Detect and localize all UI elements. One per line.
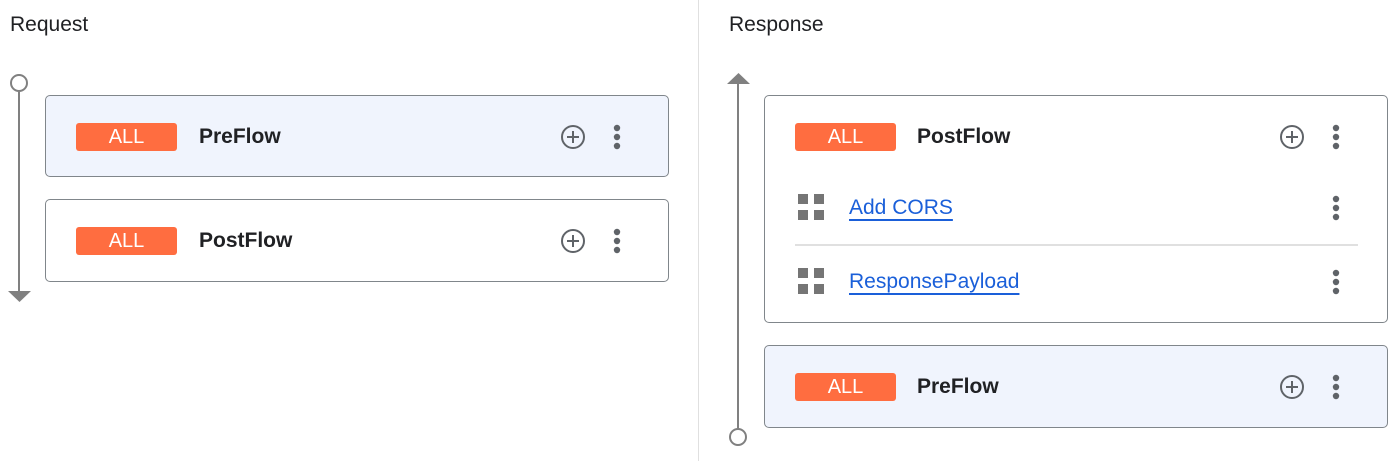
add-step-icon[interactable] xyxy=(560,124,586,150)
step-more-options-icon[interactable] xyxy=(1332,195,1340,221)
method-badge: ALL xyxy=(795,123,896,151)
response-flow-preflow[interactable]: ALL PreFlow xyxy=(764,345,1388,428)
policy-grid-icon[interactable] xyxy=(798,268,824,294)
flow-name: PreFlow xyxy=(917,375,999,398)
step-link-add-cors[interactable]: Add CORS xyxy=(849,196,953,219)
more-options-icon[interactable] xyxy=(613,124,621,150)
more-options-icon[interactable] xyxy=(613,228,621,254)
response-title: Response xyxy=(729,13,824,36)
flow-name: PostFlow xyxy=(199,229,293,252)
arrow-down-icon xyxy=(8,291,31,302)
request-flow-preflow[interactable]: ALL PreFlow xyxy=(45,95,669,177)
timeline-end-circle xyxy=(729,428,747,446)
timeline-start-circle xyxy=(10,74,28,92)
add-step-icon[interactable] xyxy=(1279,374,1305,400)
request-title: Request xyxy=(10,13,89,36)
more-options-icon[interactable] xyxy=(1332,124,1340,150)
response-timeline xyxy=(737,82,739,430)
step-more-options-icon[interactable] xyxy=(1332,269,1340,295)
arrow-up-icon xyxy=(727,73,750,84)
method-badge: ALL xyxy=(76,227,177,255)
request-flow-postflow[interactable]: ALL PostFlow xyxy=(45,199,669,282)
policy-grid-icon[interactable] xyxy=(798,194,824,220)
response-flow-postflow[interactable]: ALL PostFlow Add CORS ResponsePayload xyxy=(764,95,1388,323)
request-timeline xyxy=(18,92,20,294)
flow-name: PostFlow xyxy=(917,125,1011,148)
step-divider xyxy=(795,244,1358,246)
panel-divider xyxy=(698,0,699,461)
step-link-response-payload[interactable]: ResponsePayload xyxy=(849,270,1020,293)
add-step-icon[interactable] xyxy=(1279,124,1305,150)
add-step-icon[interactable] xyxy=(560,228,586,254)
method-badge: ALL xyxy=(795,373,896,401)
more-options-icon[interactable] xyxy=(1332,374,1340,400)
flow-name: PreFlow xyxy=(199,125,281,148)
method-badge: ALL xyxy=(76,123,177,151)
